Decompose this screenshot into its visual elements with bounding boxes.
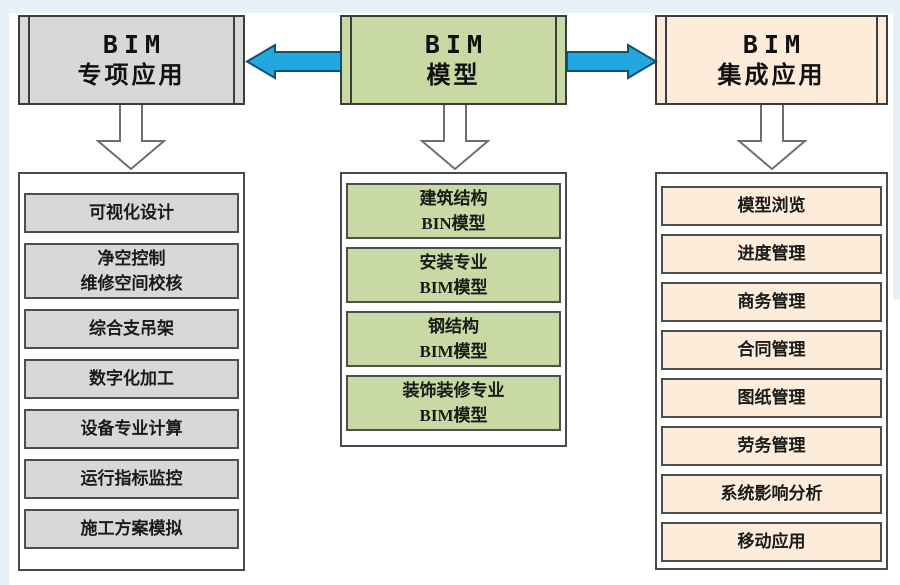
- list-item-label: 进度管理: [737, 244, 806, 264]
- list-item: 系统影响分析: [661, 474, 882, 514]
- list-item-label: BIM模型: [419, 406, 488, 425]
- down-arrow-icon: [420, 103, 490, 171]
- header-bim-model: BIM 模型: [340, 15, 567, 105]
- list-item-label: BIM模型: [419, 342, 488, 361]
- list-item-label: 装饰装修专业: [402, 380, 505, 400]
- list-item: 运行指标监控: [24, 459, 239, 499]
- list-item-label: 施工方案模拟: [80, 519, 183, 539]
- list-item-label: 维修空间校核: [80, 274, 183, 293]
- left-arrow-icon: [245, 43, 342, 80]
- down-arrow-icon: [737, 103, 807, 171]
- list-item: 移动应用: [661, 522, 882, 562]
- list-item: 安装专业 BIM模型: [346, 247, 561, 303]
- list-item: 综合支吊架: [24, 309, 239, 349]
- header-bim-special-applications: BIM 专项应用: [18, 15, 245, 105]
- list-item: 数字化加工: [24, 359, 239, 399]
- down-arrow-icon: [96, 103, 166, 171]
- list-item-label: 商务管理: [737, 292, 806, 312]
- header-title-line1: BIM: [742, 29, 807, 59]
- page-edge-right: [893, 0, 900, 300]
- list-item: 进度管理: [661, 234, 882, 274]
- page-edge-left: [0, 0, 9, 585]
- list-item: 钢结构 BIM模型: [346, 311, 561, 367]
- list-item-label: 移动应用: [737, 532, 806, 552]
- list-item: 劳务管理: [661, 426, 882, 466]
- list-item: 设备专业计算: [24, 409, 239, 449]
- list-item-label: 可视化设计: [89, 203, 174, 223]
- list-item-label: 净空控制: [97, 248, 166, 268]
- list-item: 可视化设计: [24, 193, 239, 233]
- header-title-line2: 模型: [426, 62, 481, 90]
- list-item-label: 设备专业计算: [80, 419, 183, 439]
- column-bim-model: BIM 模型: [340, 15, 567, 105]
- list-item-label: 系统影响分析: [720, 484, 823, 504]
- list-item-label: 数字化加工: [89, 369, 174, 389]
- list-item-label: 综合支吊架: [89, 319, 174, 339]
- list-bim-models: 建筑结构 BIN模型 安装专业 BIM模型 钢结构 BIM模型 装饰装修专业 BIM模型: [340, 172, 567, 447]
- list-item: 合同管理: [661, 330, 882, 370]
- header-title-line2: 集成应用: [717, 62, 826, 90]
- list-item: 商务管理: [661, 282, 882, 322]
- list-item-label: 钢结构: [428, 316, 479, 336]
- list-bim-special-applications: 可视化设计 净空控制维修空间校核 综合支吊架 数字化加工 设备专业计算 运行指标…: [18, 172, 245, 571]
- list-item-label: 合同管理: [737, 340, 806, 360]
- column-bim-special-applications: BIM 专项应用: [18, 15, 245, 105]
- list-item-label: 模型浏览: [737, 196, 806, 216]
- list-item-label: 图纸管理: [737, 388, 806, 408]
- header-title-line1: BIM: [102, 29, 167, 59]
- header-title-line2: 专项应用: [77, 62, 186, 90]
- page-edge-top: [0, 0, 900, 13]
- list-item: 模型浏览: [661, 186, 882, 226]
- list-item: 装饰装修专业 BIM模型: [346, 375, 561, 431]
- list-bim-integrated-applications: 模型浏览 进度管理 商务管理 合同管理 图纸管理 劳务管理 系统影响分析 移动应…: [655, 172, 888, 570]
- list-item: 图纸管理: [661, 378, 882, 418]
- header-bim-integrated-applications: BIM 集成应用: [655, 15, 888, 105]
- list-item: 净空控制维修空间校核: [24, 243, 239, 299]
- right-arrow-icon: [566, 43, 658, 80]
- column-bim-integrated-applications: BIM 集成应用: [655, 15, 888, 105]
- list-item: 建筑结构 BIN模型: [346, 183, 561, 239]
- list-item: 施工方案模拟: [24, 509, 239, 549]
- list-item-label: 运行指标监控: [80, 469, 183, 489]
- list-item-label: 劳务管理: [737, 436, 806, 456]
- header-title-line1: BIM: [424, 29, 489, 59]
- list-item-label: BIN模型: [421, 214, 486, 233]
- list-item-label: BIM模型: [419, 278, 488, 297]
- list-item-label: 安装专业: [419, 252, 488, 272]
- list-item-label: 建筑结构: [419, 188, 488, 208]
